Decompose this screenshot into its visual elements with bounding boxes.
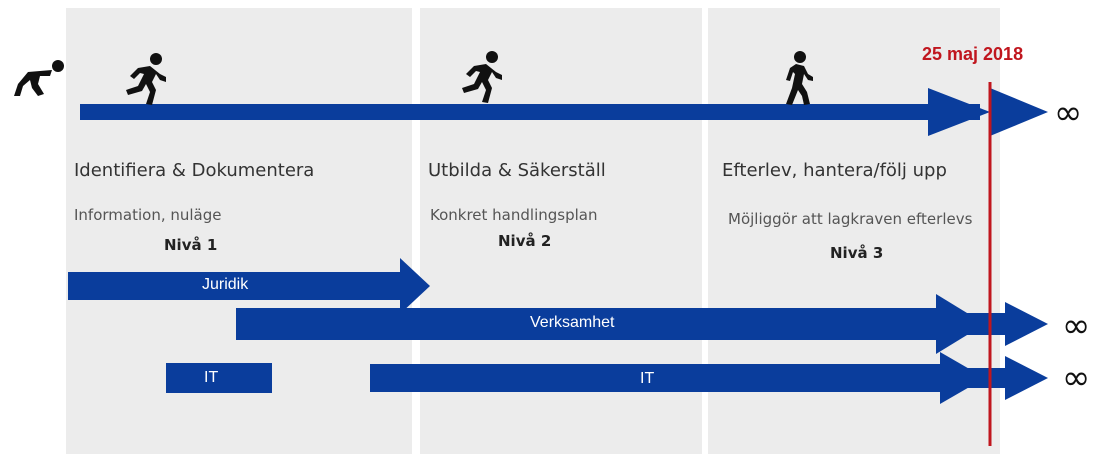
phase-3-subtitle: Möjliggör att lagkraven efterlevs <box>728 210 973 228</box>
it-main-arrow <box>370 352 1048 404</box>
phase-1-title: Identifiera & Dokumentera <box>74 160 315 181</box>
it-small-box <box>166 363 272 393</box>
deadline-label: 25 maj 2018 <box>922 44 1024 64</box>
phase-1-level: Nivå 1 <box>164 236 218 254</box>
timeline-arrow <box>80 88 1048 136</box>
phase-3-title: Efterlev, hantera/följ upp <box>722 160 947 181</box>
phase-2-title: Utbilda & Säkerställ <box>428 160 606 181</box>
verksamhet-arrow <box>236 294 1048 354</box>
phase-3-level: Nivå 3 <box>830 244 884 262</box>
phase-2-subtitle: Konkret handlingsplan <box>430 206 598 224</box>
it-main-label: IT <box>640 370 655 387</box>
infinity-verksamhet: ∞ <box>1062 306 1091 346</box>
infinity-timeline: ∞ <box>1054 93 1083 133</box>
juridik-arrow <box>68 258 430 314</box>
it-small-label: IT <box>204 369 219 386</box>
phase-2-level: Nivå 2 <box>498 232 552 250</box>
infinity-it: ∞ <box>1062 358 1091 398</box>
verksamhet-label: Verksamhet <box>530 314 615 331</box>
phase-1-subtitle: Information, nuläge <box>74 206 222 224</box>
juridik-label: Juridik <box>202 276 249 293</box>
